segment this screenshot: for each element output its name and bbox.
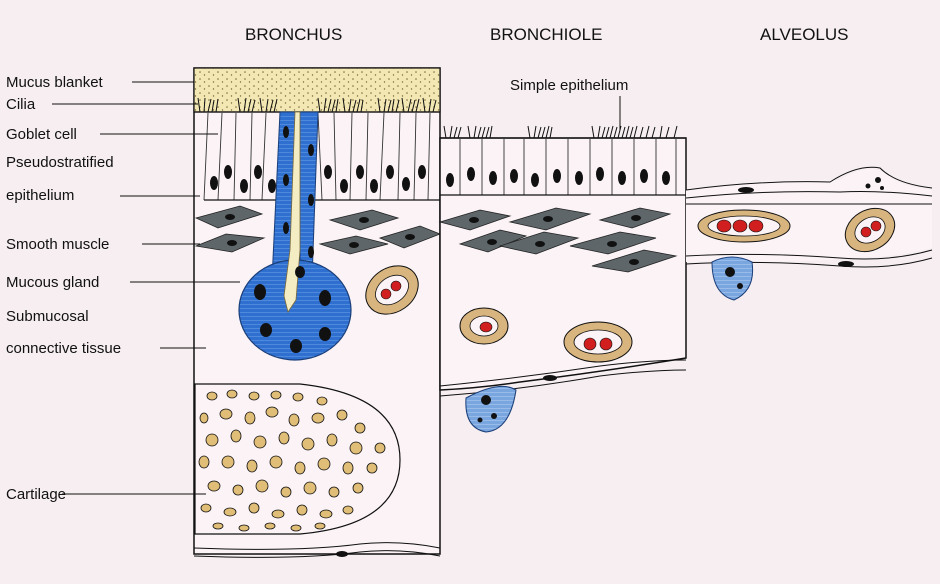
label-mucus-blanket: Mucus blanket — [6, 74, 104, 91]
header-bronchus: BRONCHUS — [245, 25, 342, 44]
label-submucosal-1: Submucosal — [6, 308, 89, 325]
alveolus-panel — [686, 167, 932, 300]
label-smooth-muscle: Smooth muscle — [6, 236, 109, 253]
cartilage — [195, 384, 400, 534]
alveolus-cell-blue — [712, 257, 753, 300]
label-mucous-gland: Mucous gland — [6, 274, 99, 291]
label-cilia: Cilia — [6, 96, 36, 113]
label-pseudostratified-2: epithelium — [6, 187, 74, 204]
bronchus-panel — [194, 68, 440, 557]
label-cartilage: Cartilage — [6, 486, 66, 503]
label-submucosal-2: connective tissue — [6, 340, 121, 357]
label-pseudostratified-1: Pseudostratified — [6, 154, 114, 171]
label-simple-epithelium: Simple epithelium — [510, 77, 628, 94]
bronchiole-panel — [440, 126, 686, 432]
label-goblet-cell: Goblet cell — [6, 126, 77, 143]
header-alveolus: ALVEOLUS — [760, 25, 849, 44]
bronchiole-cilia — [444, 126, 677, 138]
header-bronchiole: BRONCHIOLE — [490, 25, 602, 44]
